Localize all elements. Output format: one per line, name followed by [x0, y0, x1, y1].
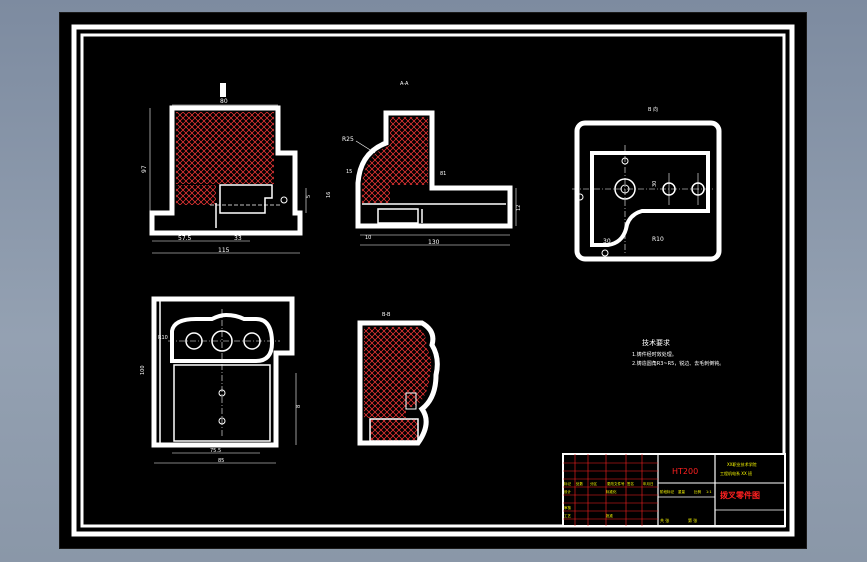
top-dim-left: 100 [140, 365, 146, 375]
tb-col-a: 标记 [564, 481, 572, 486]
title-block[interactable]: 标记 处数 分区 更改文件号 签名 年月日 设计 标准化 审核 工艺 批准 HT… [562, 453, 786, 527]
section-a-view[interactable]: A-A R25 15 81 10 130 12 [342, 81, 522, 246]
tb-school-1: XX职业技术学院 [727, 461, 756, 467]
tb-approve: 批准 [606, 513, 614, 518]
tb-scale: 比例 [694, 489, 702, 494]
tb-part-name: 拨叉零件图 [720, 490, 760, 500]
section-a-dim81: 81 [440, 171, 446, 177]
tb-review: 审核 [564, 505, 572, 510]
tb-sheet: 第 张 [688, 517, 697, 523]
front-dim-left: 97 [141, 165, 148, 173]
section-b-title: B-B [382, 312, 391, 318]
tb-school-2: 工程机电系 XX 班 [720, 470, 752, 476]
notes-heading: 技术要求 [642, 338, 670, 347]
top-dim-85: 85 [218, 458, 224, 464]
front-view[interactable]: 80 97 57.5 33 115 5 16 [141, 83, 332, 254]
top-view[interactable]: R10 100 8 75.5 85 [140, 296, 302, 464]
technical-notes: 技术要求 1.铸件经时效处理。 2.铸造圆角R3~R5，锐边、去毛刺倒钝。 [632, 338, 724, 367]
drawing-canvas[interactable]: 80 97 57.5 33 115 5 16 A-A [60, 13, 806, 548]
front-dim-b2: 33 [234, 235, 242, 242]
view-b-dim30v: 30 [652, 181, 658, 187]
tb-weight: 重量 [678, 489, 686, 494]
view-b[interactable]: B 向 30 R10 30 [572, 106, 722, 262]
tb-process: 工艺 [564, 513, 572, 518]
top-dim-r8: 8 [296, 405, 302, 408]
view-b-dim30: 30 [603, 238, 611, 245]
notes-line-1: 1.铸件经时效处理。 [632, 351, 677, 358]
notes-line-2: 2.铸造圆角R3~R5，锐边、去毛刺倒钝。 [632, 360, 724, 367]
front-dim-t1: 5 [306, 195, 312, 198]
section-b-view[interactable]: B-B [357, 312, 440, 446]
section-a-dim10: 10 [365, 235, 371, 241]
front-dim-top: 80 [220, 98, 228, 105]
section-a-dim15: 15 [346, 169, 352, 175]
tb-stage: 阶段标记 [660, 489, 674, 494]
cad-viewport[interactable]: 80 97 57.5 33 115 5 16 A-A [59, 12, 807, 549]
tb-scale-val: 1:1 [706, 490, 712, 494]
inner-border [80, 33, 786, 528]
tb-col-d: 更改文件号 [607, 481, 625, 486]
view-b-r10: R10 [652, 236, 664, 243]
top-dim-75: 75.5 [210, 448, 221, 454]
tb-designer: 设计 [564, 489, 572, 494]
section-a-dim130: 130 [428, 239, 440, 246]
tb-col-c: 分区 [590, 481, 598, 486]
front-dim-t2: 16 [326, 192, 332, 198]
tb-col-e: 签名 [627, 481, 634, 486]
tb-sheets: 共 张 [660, 517, 669, 523]
outer-border [71, 24, 795, 537]
front-dim-total: 115 [218, 247, 230, 254]
tb-std: 标准化 [606, 489, 617, 494]
section-a-r25: R25 [342, 136, 354, 143]
tb-col-b: 处数 [576, 481, 584, 486]
front-dim-b1: 57.5 [178, 235, 192, 242]
top-dim-r: R10 [158, 335, 168, 341]
section-a-title: A-A [400, 81, 409, 87]
section-a-dim12: 12 [516, 205, 522, 211]
view-b-title: B 向 [648, 106, 658, 113]
tb-material: HT200 [672, 467, 698, 476]
tb-col-f: 年月日 [643, 481, 654, 486]
front-mark [220, 83, 226, 97]
